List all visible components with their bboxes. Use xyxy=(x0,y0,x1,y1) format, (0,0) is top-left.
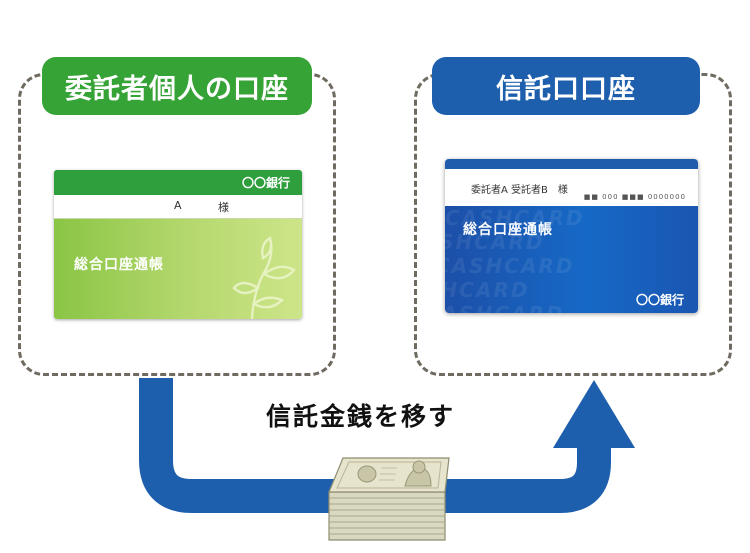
card-top-band xyxy=(445,159,698,169)
personal-account-title: 委託者個人の口座 xyxy=(42,57,312,115)
trust-account-title: 信託口口座 xyxy=(432,57,700,115)
card-holder: 委託者A 受託者B 様 xyxy=(471,185,568,196)
personal-passbook-card: 〇〇銀行 A 様 総合口座通帳 xyxy=(54,170,302,319)
card-label: 総合口座通帳 xyxy=(463,222,553,238)
card-background-pattern: CASHCARD CASHCARD CASHCARD CASHCARD CASH… xyxy=(445,206,585,313)
passbook-bank-name: 〇〇銀行 xyxy=(241,176,290,190)
banknote-stack-icon xyxy=(328,457,450,541)
transfer-caption: 信託金銭を移す xyxy=(266,402,456,431)
passbook-name-strip: A 様 xyxy=(54,195,302,219)
passbook-header-band: 〇〇銀行 xyxy=(54,170,302,195)
card-name-strip: 委託者A 受託者B 様 ■■ 000 ■■■ 0000000 xyxy=(445,159,698,206)
card-bank-name: 〇〇銀行 xyxy=(635,293,684,307)
passbook-honorific: 様 xyxy=(218,201,229,214)
passbook-holder: A xyxy=(174,199,182,212)
card-account-number: ■■ 000 ■■■ 0000000 xyxy=(583,193,686,201)
leaf-sprout-icon xyxy=(232,236,296,319)
passbook-label: 総合口座通帳 xyxy=(74,257,164,273)
trust-cash-card: CASHCARD CASHCARD CASHCARD CASHCARD CASH… xyxy=(445,159,698,313)
